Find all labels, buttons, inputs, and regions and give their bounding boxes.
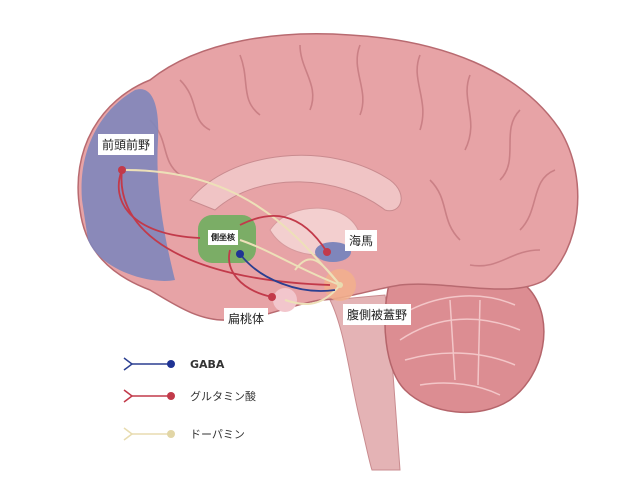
legend-symbol-glutamate — [123, 389, 175, 403]
label-vta: 腹側被蓋野 — [343, 304, 412, 325]
legend-symbol-dopamine — [123, 427, 175, 441]
legend-label: GABA — [190, 357, 225, 371]
legend-label: ドーパミン — [190, 428, 245, 441]
label-nucleus-accumbens: 側坐核 — [208, 230, 238, 245]
legend-label: グルタミン酸 — [190, 390, 256, 403]
legend-item-dopamine: ドーパミン — [172, 424, 245, 444]
corpus-callosum — [189, 154, 402, 212]
legend-item-gaba: GABA — [172, 354, 224, 374]
legend-symbol-gaba — [123, 357, 175, 371]
label-amygdala: 扁桃体 — [224, 308, 269, 329]
gaba-pathway — [239, 253, 336, 292]
label-prefrontal-cortex: 前頭前野 — [98, 134, 155, 155]
legend-item-glutamate: グルタミン酸 — [172, 386, 256, 406]
label-hippocampus: 海馬 — [345, 230, 378, 251]
dopamine-pathways — [124, 169, 341, 306]
